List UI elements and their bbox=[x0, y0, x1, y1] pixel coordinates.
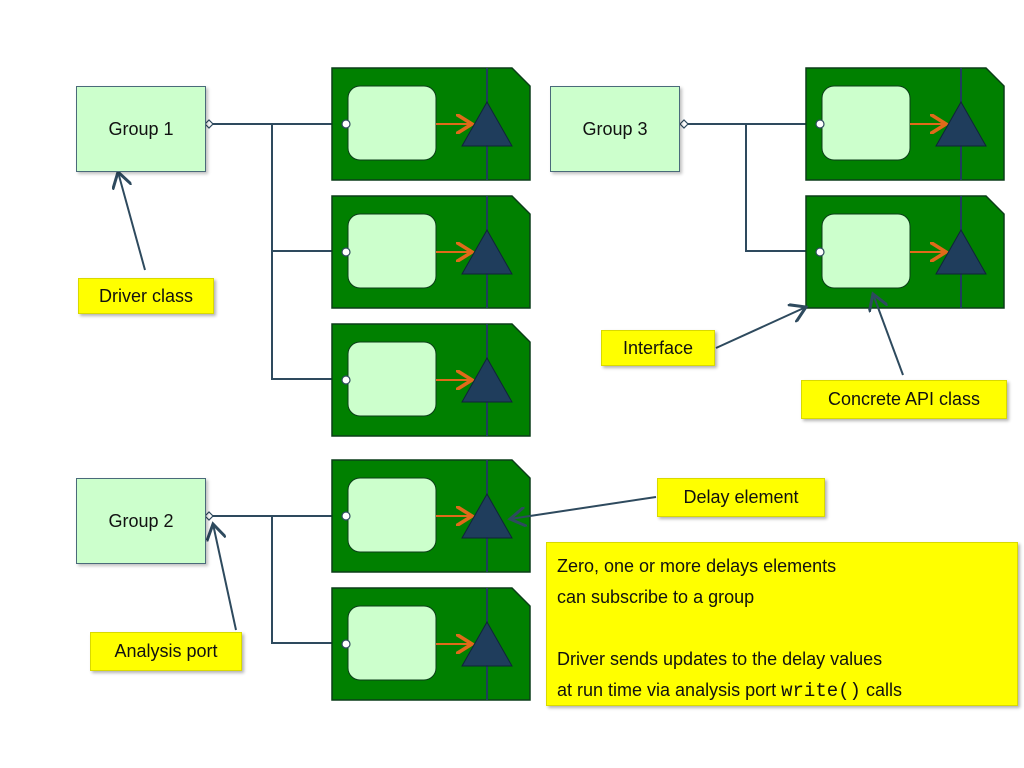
note-line-4-suffix: calls bbox=[860, 680, 902, 700]
interface-port bbox=[815, 119, 825, 129]
interface-box bbox=[347, 213, 437, 289]
interface-port bbox=[341, 511, 351, 521]
group-3-label: Group 3 bbox=[582, 118, 648, 139]
interface-port bbox=[341, 639, 351, 649]
delay-triangle bbox=[461, 620, 513, 667]
analysis-ports bbox=[204, 119, 689, 521]
driver-class-label: Driver class bbox=[98, 285, 193, 306]
driver-class-callout: Driver class bbox=[78, 278, 214, 314]
note-line-4-prefix: at run time via analysis port bbox=[557, 680, 782, 700]
analysis-port-group1 bbox=[204, 119, 214, 129]
driver-class-arrow bbox=[118, 172, 146, 271]
interface-box bbox=[821, 85, 911, 161]
delay-element-card bbox=[331, 587, 531, 701]
write-call-code: write() bbox=[781, 680, 861, 702]
analysis-port-group2 bbox=[204, 511, 214, 521]
delay-element-card bbox=[805, 67, 1005, 181]
delay-triangle bbox=[461, 492, 513, 539]
concrete-api-class-callout: Concrete API class bbox=[801, 380, 1007, 419]
group-1-label: Group 1 bbox=[108, 118, 174, 139]
delay-element-card bbox=[331, 67, 531, 181]
interface-port bbox=[341, 247, 351, 257]
analysis-port-group3 bbox=[679, 119, 689, 129]
delay-element-callout: Delay element bbox=[657, 478, 825, 517]
interface-box bbox=[347, 605, 437, 681]
delay-triangle bbox=[935, 100, 987, 147]
delay-triangle bbox=[461, 228, 513, 275]
delay-element-arrow bbox=[510, 496, 657, 519]
note-line-3: Driver sends updates to the delay values bbox=[557, 649, 883, 669]
note-line-1: Zero, one or more delays elements bbox=[557, 556, 837, 576]
interface-port bbox=[341, 119, 351, 129]
delay-element-card bbox=[331, 459, 531, 573]
group-2-box: Group 2 bbox=[76, 478, 206, 564]
group2-connectors bbox=[209, 515, 345, 644]
delay-triangle bbox=[935, 228, 987, 275]
interface-port bbox=[341, 375, 351, 385]
note-line-4: at run time via analysis port write() ca… bbox=[557, 675, 1007, 707]
group1-connectors bbox=[209, 123, 345, 380]
interface-label: Interface bbox=[622, 337, 694, 358]
delay-element-card bbox=[331, 195, 531, 309]
analysis-port-callout: Analysis port bbox=[90, 632, 242, 671]
analysis-port-label: Analysis port bbox=[114, 641, 218, 661]
delay-element-card bbox=[331, 323, 531, 437]
interface-box bbox=[347, 85, 437, 161]
group3-connectors bbox=[684, 123, 819, 252]
delay-triangle bbox=[461, 356, 513, 403]
group-1-box: Group 1 bbox=[76, 86, 206, 172]
note-line-2: can subscribe to a group bbox=[557, 587, 755, 607]
note-spacer bbox=[557, 613, 1007, 644]
interface-port bbox=[815, 247, 825, 257]
group-3-box: Group 3 bbox=[550, 86, 680, 172]
interface-box bbox=[347, 341, 437, 417]
analysis-port-arrow bbox=[213, 524, 237, 631]
concrete-api-arrow bbox=[873, 294, 904, 376]
interface-callout: Interface bbox=[601, 330, 715, 366]
delay-triangle bbox=[461, 100, 513, 147]
interface-box bbox=[821, 213, 911, 289]
explanation-note: Zero, one or more delays elements can su… bbox=[546, 542, 1018, 706]
delay-element-label: Delay element bbox=[683, 487, 799, 507]
delay-element-card bbox=[805, 195, 1005, 309]
concrete-api-class-label: Concrete API class bbox=[827, 389, 981, 409]
interface-box bbox=[347, 477, 437, 553]
interface-arrow bbox=[715, 307, 806, 349]
callout-arrows bbox=[118, 172, 904, 631]
group-2-label: Group 2 bbox=[108, 510, 174, 531]
